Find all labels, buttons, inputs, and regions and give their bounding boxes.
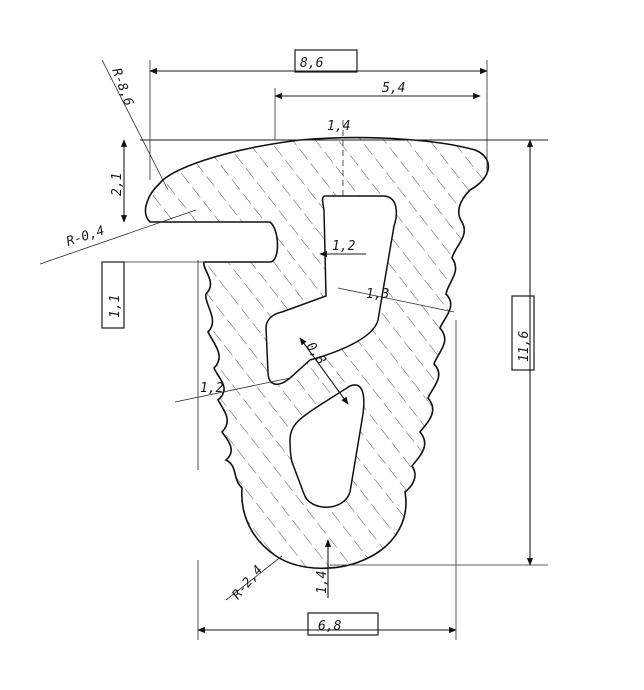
side-wall-leader	[337, 287, 455, 313]
bottom-width-box	[307, 612, 379, 636]
overall-height-box	[511, 295, 535, 371]
center-wall-label: 1,2	[332, 239, 356, 254]
lip-height-label: 1,1	[108, 295, 123, 318]
overall-height-label: 11,6	[517, 331, 532, 362]
bottom-radius-leader	[225, 555, 283, 601]
overall-width-box	[294, 49, 358, 73]
left-wall-label: 1,2	[200, 381, 224, 396]
lower-cavity	[289, 384, 365, 508]
left-wall-leader	[174, 377, 291, 403]
bottom-radius-label: R-2,4	[230, 563, 267, 603]
head-radius-leader	[101, 59, 169, 191]
inner-gap-dim	[299, 337, 349, 405]
bottom-width-label: 6,8	[318, 619, 342, 634]
slot-radius-leader	[39, 209, 197, 265]
upper-cavity	[265, 195, 398, 385]
flange-height-label: 2,1	[110, 173, 125, 196]
top-wall-label: 1,4	[327, 119, 350, 134]
slot-radius-label: R-0,4	[65, 223, 107, 249]
lip-height-box	[101, 261, 125, 329]
side-wall-label: 1,3	[366, 287, 389, 302]
head-radius-label: R-8,6	[108, 66, 136, 108]
overall-width-label: 8,6	[300, 56, 324, 71]
upper-width-label: 5,4	[382, 81, 405, 96]
bottom-wall-label: 1,4	[315, 571, 330, 594]
